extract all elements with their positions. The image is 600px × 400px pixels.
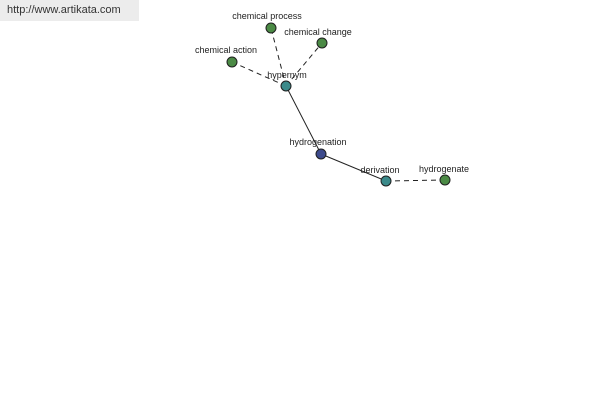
edge-hydrogenation-derivation <box>320 153 387 182</box>
node-label-derivation[interactable]: derivation <box>360 165 399 175</box>
edge-hypernym-chemical-change <box>285 42 323 87</box>
node-label-hydrogenation[interactable]: hydrogenation <box>289 137 346 147</box>
node-chemical-change[interactable] <box>316 37 328 49</box>
node-hypernym[interactable] <box>280 80 292 92</box>
node-label-hydrogenate[interactable]: hydrogenate <box>419 164 469 174</box>
node-label-chemical-change[interactable]: chemical change <box>284 27 352 37</box>
node-chemical-action[interactable] <box>226 56 238 68</box>
graph-nodes <box>226 22 451 187</box>
node-derivation[interactable] <box>380 175 392 187</box>
node-chemical-process[interactable] <box>265 22 277 34</box>
graph-labels: hydrogenation hypernym derivation chemical … <box>195 11 469 175</box>
graph-edges <box>231 27 446 182</box>
node-hydrogenate[interactable] <box>439 174 451 186</box>
edge-hydrogenation-hypernym <box>285 85 322 155</box>
node-label-chemical-action[interactable]: chemical action <box>195 45 257 55</box>
edge-hypernym-chemical-action <box>231 61 287 87</box>
site-watermark: http://www.artikata.com <box>0 0 139 21</box>
edge-derivation-hydrogenate <box>385 179 446 182</box>
edge-hypernym-chemical-process <box>270 27 287 87</box>
node-hydrogenation[interactable] <box>315 148 327 160</box>
node-label-hypernym[interactable]: hypernym <box>267 70 307 80</box>
node-label-chemical-process[interactable]: chemical process <box>232 11 302 21</box>
